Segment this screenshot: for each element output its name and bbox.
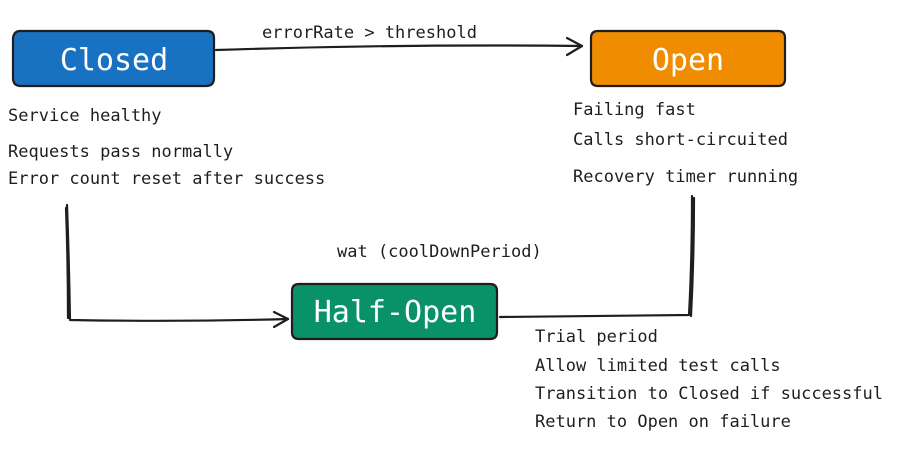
closed-note: Error count reset after success [8,169,325,189]
edge-closed-to-half-open [64,203,290,329]
edge-open-to-half-open [498,194,696,319]
half-open-note: Trial period [535,327,658,347]
half-open-note: Transition to Closed if successful [535,384,883,404]
half-open-note: Return to Open on failure [535,412,791,432]
edge-label-open-to-half-open: wat (coolDownPeriod) [337,242,542,262]
closed-note: Service healthy [8,106,162,126]
state-closed: Closed [11,29,216,88]
open-notes: Failing fast Calls short-circuited Recov… [573,100,798,187]
state-half-open: Half-Open [290,282,499,341]
half-open-note: Allow limited test calls [535,356,781,376]
edge-closed-to-open [214,36,584,57]
state-half-open-box [290,282,499,341]
state-closed-label: Closed [60,43,168,78]
half-open-notes: Trial period Allow limited test calls Tr… [535,327,883,432]
state-open-box [589,29,787,88]
state-open: Open [589,29,787,88]
state-open-label: Open [652,43,724,78]
open-note: Failing fast [573,100,696,120]
closed-notes: Service healthy Requests pass normally E… [8,106,325,189]
edge-label-closed-to-open: errorRate > threshold [262,23,477,43]
closed-note: Requests pass normally [8,142,233,162]
state-half-open-label: Half-Open [314,295,477,330]
open-note: Calls short-circuited [573,130,788,150]
open-note: Recovery timer running [573,167,798,187]
state-closed-box [11,29,216,88]
